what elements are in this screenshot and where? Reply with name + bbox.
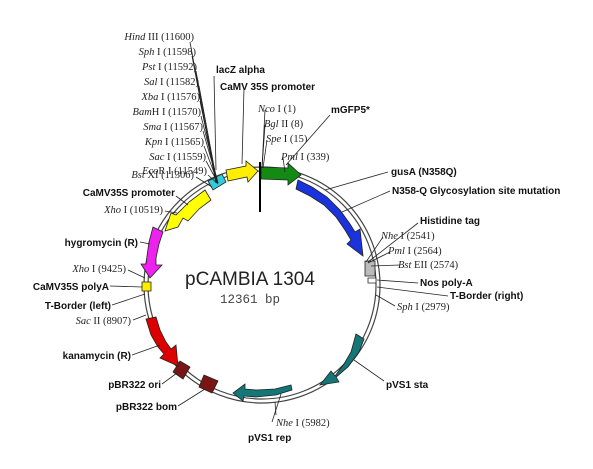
site-label: Kpn I (11565): [144, 137, 205, 148]
lead-camv35s-polya: [109, 285, 143, 288]
lead-bsteii: [370, 264, 401, 267]
lead-pmli-339: [282, 157, 286, 173]
lead-ecori: [207, 174, 219, 185]
site-label: Sal I (11582): [144, 77, 200, 88]
feature-label-pbr322-ori: pBR322 ori: [108, 380, 161, 391]
site-label: Pst I (11592): [141, 62, 198, 73]
site-label: Pml I (339): [280, 152, 330, 163]
site-label: Hind III (11600): [123, 32, 194, 43]
lead-xhoi-9425: [127, 269, 146, 279]
lead-camv35s-top: [241, 87, 245, 165]
site-label: Nhe I (2541): [380, 231, 435, 242]
lead-nos: [376, 279, 419, 284]
histidine-tag-box: [364, 260, 376, 277]
feature-label-pvs1-rep: pVS1 rep: [248, 433, 291, 444]
feature-label-camv35s-promoter-left: CaMV35S promoter: [83, 188, 175, 199]
feature-label-camv35s-polya: CaMV35S polyA: [33, 282, 109, 293]
nos-polya-box: [367, 277, 377, 284]
lead-bstxi: [195, 176, 213, 188]
kanamycin-arrow: [145, 316, 179, 367]
pbr322-bom-box: [198, 374, 219, 394]
lead-pvs1-sta: [353, 359, 385, 382]
site-label: Nhe I (5982): [275, 418, 330, 429]
site-label: Xba I (11576): [140, 92, 200, 103]
lead-kpni: [203, 145, 219, 184]
lead-tborder-right: [376, 286, 449, 297]
feature-label-camv35s-promoter-top: CaMV 35S promoter: [220, 82, 315, 93]
site-label: Pml I (2564): [387, 246, 442, 257]
plasmid-name: pCAMBIA 1304: [185, 269, 315, 290]
lead-pbr322-bom: [177, 388, 206, 407]
lead-smai: [202, 130, 219, 184]
camv35s-polya-box: [141, 281, 152, 292]
feature-label-kanamycin: kanamycin (R): [63, 351, 131, 362]
feature-label-hygromycin: hygromycin (R): [65, 238, 138, 249]
hygromycin-arrow: [140, 226, 164, 279]
lead-hygromycin: [139, 241, 151, 245]
site-label: Xho I (10519): [103, 205, 163, 216]
site-label: Nco I (1): [257, 104, 296, 115]
lead-saci: [205, 160, 219, 184]
feature-label-pbr322-bom: pBR322 bom: [116, 402, 177, 413]
site-label: BamH I (11570): [133, 107, 202, 118]
lead-tborder-left: [111, 293, 146, 306]
site-label: Sac II (8907): [76, 316, 132, 327]
site-label: Sph I (11598): [139, 47, 197, 58]
feature-label-nos-polya: Nos poly-A: [420, 278, 473, 289]
site-label: EcoR I (11549): [141, 166, 207, 177]
pvs1-sta-arrow: [319, 333, 365, 386]
feature-label-pvs1-sta: pVS1 sta: [386, 380, 429, 391]
site-label: Spe I (15): [266, 134, 308, 145]
site-label: Bst EII (2574): [398, 260, 459, 271]
lead-camv35s-left: [175, 195, 189, 206]
feature-label-mgfp5: mGFP5*: [331, 105, 370, 116]
feature-label-lacz-alpha: lacZ alpha: [216, 65, 265, 76]
lead-lacz: [213, 75, 217, 171]
site-label: Bgl II (8): [264, 119, 304, 130]
lead-nhei-5982: [274, 401, 277, 416]
feature-label-tborder-right: T-Border (right): [450, 291, 523, 302]
lead-pvs1-rep: [271, 393, 282, 423]
site-label: Sph I (2979): [397, 302, 450, 313]
camv35s-promoter-left-arrow: [164, 189, 212, 232]
site-label: Sac I (11559): [149, 152, 206, 163]
gusa-arrow: [295, 179, 364, 257]
site-label: Sma I (11567): [143, 122, 203, 133]
feature-label-gusa: gusA (N358Q): [391, 167, 457, 178]
site-label: Bst XI (11306): [131, 170, 194, 181]
lead-xhoi-10519: [164, 210, 178, 214]
site-label: Xho I (9425): [71, 264, 126, 275]
lead-mgfp5: [285, 114, 331, 166]
lead-nhei-2541: [365, 236, 384, 263]
camv35s-promoter-top-arrow: [225, 160, 259, 183]
plasmid-size: 12361 bp: [220, 293, 280, 307]
lead-histidine: [367, 222, 419, 263]
lead-bglii: [261, 124, 266, 169]
lead-sphi-2979: [375, 294, 396, 307]
lead-kanamycin: [131, 344, 161, 356]
lead-gusa: [324, 171, 389, 191]
feature-label-n358q: N358-Q Glycosylation site mutation: [392, 186, 560, 197]
feature-label-tborder-left: T-Border (left): [45, 301, 111, 312]
lead-sacii: [132, 314, 147, 321]
lead-pmli-2564: [367, 251, 391, 264]
mgfp5-arrow: [260, 162, 302, 186]
feature-label-histidine-tag: Histidine tag: [420, 216, 480, 227]
pvs1-rep-arrow: [232, 383, 293, 402]
lead-pbr322-ori: [161, 372, 178, 385]
lead-n358q: [341, 190, 391, 213]
lead-spei: [262, 139, 268, 169]
